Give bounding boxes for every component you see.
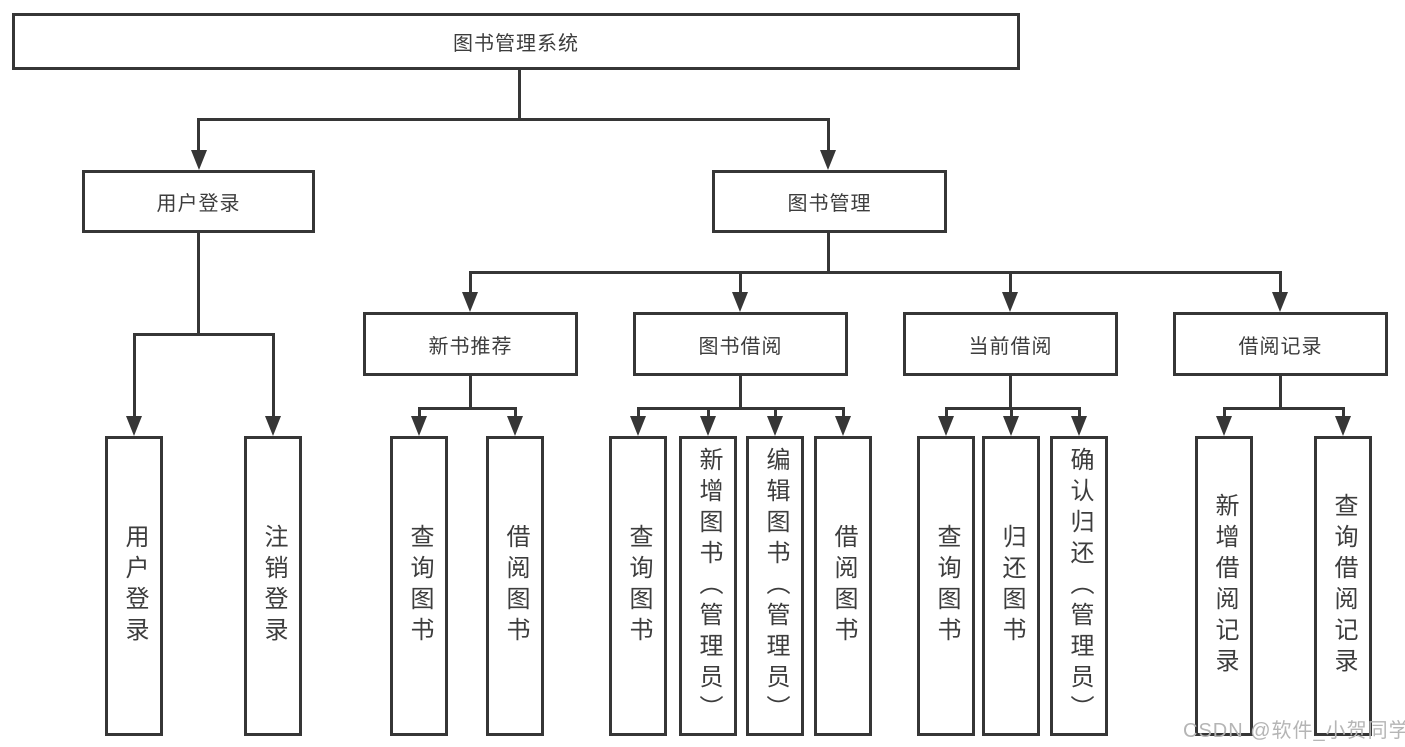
connector-arrow-confirm-return-shaft <box>1078 407 1081 418</box>
connector-arrow-new-book-shaft <box>469 271 472 293</box>
connector-new-book-hline <box>418 407 517 410</box>
arrowhead-logout <box>265 416 281 436</box>
node-borrow-books-recommend: 借阅图书 <box>486 436 544 736</box>
connector-arrow-borrow2-shaft <box>842 407 845 418</box>
connector-arrow-add-record-shaft <box>1223 407 1226 418</box>
connector-borrow-records-stub <box>1279 376 1282 410</box>
connector-arrow-logout-shaft <box>272 333 275 418</box>
arrowhead-add-books <box>700 416 716 436</box>
arrowhead-borrow-records <box>1272 292 1288 312</box>
node-query-books-recommend: 查询图书 <box>390 436 448 736</box>
arrowhead-edit-books <box>767 416 783 436</box>
arrowhead-new-book <box>462 292 478 312</box>
node-current-borrow: 当前借阅 <box>903 312 1118 376</box>
arrowhead-login <box>126 416 142 436</box>
node-add-borrow-record: 新增借阅记录 <box>1195 436 1253 736</box>
node-new-book-recommend-label: 新书推荐 <box>428 335 513 358</box>
connector-user-login-hline <box>133 333 275 336</box>
connector-arrow-borrow1-shaft <box>514 407 517 418</box>
connector-root-hline <box>198 118 830 121</box>
connector-arrow-query3-shaft <box>945 407 948 418</box>
connector-current-borrow-stub <box>1009 376 1012 410</box>
connector-arrow-query-record-shaft <box>1342 407 1345 418</box>
node-add-borrow-record-label: 新增借阅记录 <box>1211 493 1238 679</box>
node-confirm-return-admin: 确认归还（管理员） <box>1050 436 1108 736</box>
node-borrow-records-label: 借阅记录 <box>1238 335 1323 358</box>
node-book-borrow: 图书借阅 <box>633 312 848 376</box>
node-query-books-borrow: 查询图书 <box>609 436 667 736</box>
node-borrow-books-borrow-label: 借阅图书 <box>830 524 857 648</box>
csdn-watermark: CSDN @软件_小贺同学 <box>1183 720 1405 742</box>
connector-book-borrow-stub <box>739 376 742 410</box>
node-current-borrow-label: 当前借阅 <box>968 335 1053 358</box>
node-edit-books-admin-label: 编辑图书（管理员） <box>762 446 789 726</box>
node-confirm-return-admin-label: 确认归还（管理员） <box>1066 446 1093 726</box>
node-login-label: 用户登录 <box>121 524 148 648</box>
connector-arrow-add-books-shaft <box>707 407 710 418</box>
connector-book-borrow-hline <box>637 407 845 410</box>
connector-arrow-edit-books-shaft <box>774 407 777 418</box>
connector-new-book-stub <box>469 376 472 410</box>
connector-borrow-records-hline <box>1223 407 1345 410</box>
node-return-books-label: 归还图书 <box>998 524 1025 648</box>
arrowhead-query3 <box>938 416 954 436</box>
arrowhead-current-borrow <box>1002 292 1018 312</box>
arrowhead-borrow2 <box>835 416 851 436</box>
node-logout: 注销登录 <box>244 436 302 736</box>
arrowhead-borrow1 <box>507 416 523 436</box>
node-borrow-records: 借阅记录 <box>1173 312 1388 376</box>
connector-current-borrow-hline <box>945 407 1081 410</box>
node-borrow-books-borrow: 借阅图书 <box>814 436 872 736</box>
node-new-book-recommend: 新书推荐 <box>363 312 578 376</box>
connector-arrow-user-login-shaft <box>197 118 200 152</box>
arrowhead-book-borrow <box>732 292 748 312</box>
node-return-books: 归还图书 <box>982 436 1040 736</box>
connector-book-mgmt-stub <box>827 233 830 273</box>
arrowhead-add-record <box>1216 416 1232 436</box>
connector-arrow-borrow-records-shaft <box>1279 271 1282 293</box>
connector-arrow-query2-shaft <box>637 407 640 418</box>
connector-arrow-return-books-shaft <box>1010 407 1013 418</box>
connector-arrow-book-borrow-shaft <box>739 271 742 293</box>
connector-arrow-current-borrow-shaft <box>1009 271 1012 293</box>
node-query-books-recommend-label: 查询图书 <box>406 524 433 648</box>
connector-arrow-query1-shaft <box>418 407 421 418</box>
arrowhead-user-login <box>191 150 207 170</box>
arrowhead-return-books <box>1003 416 1019 436</box>
node-book-management: 图书管理 <box>712 170 947 233</box>
node-add-books-admin: 新增图书（管理员） <box>679 436 737 736</box>
connector-arrow-login-shaft <box>133 333 136 418</box>
node-root: 图书管理系统 <box>12 13 1020 70</box>
node-user-login-label: 用户登录 <box>156 193 241 215</box>
node-query-books-current-label: 查询图书 <box>933 524 960 648</box>
node-login: 用户登录 <box>105 436 163 736</box>
connector-book-mgmt-hline <box>469 271 1281 274</box>
node-query-books-borrow-label: 查询图书 <box>625 524 652 648</box>
arrowhead-book-mgmt <box>820 150 836 170</box>
node-query-borrow-record-label: 查询借阅记录 <box>1330 493 1357 679</box>
arrowhead-confirm-return <box>1071 416 1087 436</box>
node-book-management-label: 图书管理 <box>787 193 872 215</box>
node-query-books-current: 查询图书 <box>917 436 975 736</box>
node-add-books-admin-label: 新增图书（管理员） <box>695 446 722 726</box>
node-user-login: 用户登录 <box>82 170 315 233</box>
arrowhead-query2 <box>630 416 646 436</box>
node-edit-books-admin: 编辑图书（管理员） <box>746 436 804 736</box>
node-logout-label: 注销登录 <box>260 524 287 648</box>
arrowhead-query-record <box>1335 416 1351 436</box>
node-root-label: 图书管理系统 <box>453 33 579 55</box>
connector-root-stub <box>518 70 521 118</box>
arrowhead-query1 <box>411 416 427 436</box>
node-book-borrow-label: 图书借阅 <box>698 335 783 358</box>
node-borrow-books-recommend-label: 借阅图书 <box>502 524 529 648</box>
connector-arrow-book-mgmt-shaft <box>827 118 830 152</box>
connector-user-login-stub <box>197 233 200 333</box>
node-query-borrow-record: 查询借阅记录 <box>1314 436 1372 736</box>
